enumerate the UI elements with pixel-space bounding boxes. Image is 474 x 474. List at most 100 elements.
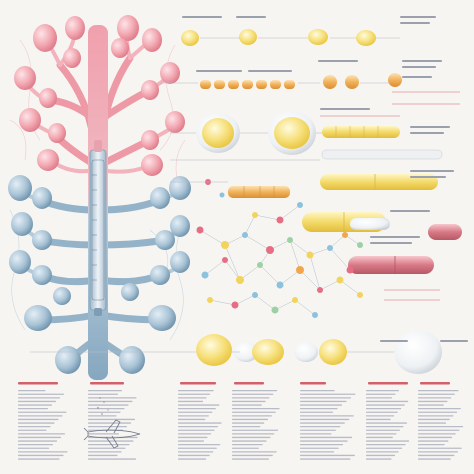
paragraph-line xyxy=(88,451,122,453)
paragraph-line xyxy=(300,458,351,460)
paragraph-line xyxy=(300,447,339,449)
paragraph-line xyxy=(232,444,263,446)
tablet-icon xyxy=(181,29,376,46)
paragraph-line xyxy=(300,454,355,457)
paragraph-line xyxy=(178,393,211,395)
paragraph-line xyxy=(88,400,133,403)
paragraph-line xyxy=(418,451,459,453)
paragraph-line xyxy=(88,393,118,395)
paragraph-line xyxy=(300,440,348,442)
paragraph-line xyxy=(88,390,122,392)
annotation-lines xyxy=(30,37,400,353)
paragraph-line xyxy=(178,400,204,403)
paragraph-line xyxy=(300,429,336,431)
paragraph-line xyxy=(366,400,409,403)
paragraph-line xyxy=(178,436,208,439)
paragraph-line xyxy=(300,444,344,446)
paragraph-line xyxy=(366,404,405,406)
paragraph-line xyxy=(18,433,65,435)
paragraph-line xyxy=(232,418,268,421)
paragraph-line xyxy=(418,458,451,460)
paragraph-line xyxy=(418,415,454,417)
paragraph-line xyxy=(366,440,410,442)
paragraph-line xyxy=(178,458,207,460)
paragraph-line xyxy=(366,415,395,417)
paragraph-line xyxy=(18,400,56,403)
paragraph-line xyxy=(178,454,210,457)
paragraph-line xyxy=(88,408,125,410)
paragraph-line xyxy=(232,433,275,435)
paragraph-line xyxy=(178,426,219,428)
paragraph-line xyxy=(366,418,391,421)
paragraph-line xyxy=(88,418,135,421)
paragraph-line xyxy=(232,454,273,457)
paragraph-line xyxy=(232,451,277,453)
paragraph-line xyxy=(18,440,57,442)
paragraph-line xyxy=(18,418,59,421)
paragraph-line xyxy=(418,447,462,449)
paragraph-line xyxy=(300,418,350,421)
paragraph-line xyxy=(300,415,354,417)
paragraph-line xyxy=(178,451,214,453)
paragraph-line xyxy=(300,404,342,406)
paragraph-line xyxy=(366,408,402,410)
paragraph-line xyxy=(300,400,347,403)
paragraph-line xyxy=(18,458,60,460)
paragraph-line xyxy=(418,422,447,424)
paragraph-line xyxy=(366,436,393,439)
paragraph-line xyxy=(178,390,214,392)
paragraph-line xyxy=(232,436,271,439)
paragraph-line xyxy=(232,447,259,449)
paragraph-line xyxy=(418,444,445,446)
paragraph-line xyxy=(300,426,341,428)
paragraph-line xyxy=(178,404,220,406)
paragraph-line xyxy=(18,415,63,417)
paragraph-line xyxy=(88,411,121,413)
paragraph-line xyxy=(300,408,338,410)
paragraph-line xyxy=(418,393,455,395)
paragraph-line xyxy=(232,397,270,399)
paragraph-line xyxy=(300,451,335,453)
paragraph-line xyxy=(232,411,276,413)
paragraph-line xyxy=(418,397,452,399)
paragraph-line xyxy=(418,408,461,410)
paragraph-line xyxy=(418,390,459,392)
paragraph-line xyxy=(366,397,392,399)
syringe-icon xyxy=(89,140,107,316)
paragraph-line xyxy=(88,426,127,428)
paragraph-line xyxy=(300,411,334,413)
paragraph-line xyxy=(178,444,221,446)
paragraph-line xyxy=(232,440,267,442)
molecule-network-icon xyxy=(196,179,363,318)
paragraph-line xyxy=(88,404,129,406)
paragraph-line xyxy=(88,440,134,442)
paragraph-line xyxy=(18,451,68,453)
paragraph-line xyxy=(418,400,448,403)
paragraph-line xyxy=(18,426,51,428)
paragraph-line xyxy=(18,397,60,399)
paragraph-line xyxy=(418,436,453,439)
paragraph-line xyxy=(178,411,213,413)
paragraph-line xyxy=(88,415,117,417)
paragraph-line xyxy=(178,433,211,435)
paragraph-line xyxy=(232,393,274,395)
paragraph-line xyxy=(178,422,222,424)
paragraph-line xyxy=(366,411,398,413)
organ-tree-icon xyxy=(8,15,191,380)
paragraph-line xyxy=(366,429,400,431)
paragraph-line xyxy=(18,436,61,439)
paragraph-line xyxy=(178,397,207,399)
paragraph-line xyxy=(366,393,396,395)
paragraph-line xyxy=(88,454,118,457)
paragraph-line xyxy=(18,408,48,410)
paragraph-line xyxy=(232,404,262,406)
paragraph-line xyxy=(300,422,345,424)
paragraph-line xyxy=(418,404,444,406)
paragraph-line xyxy=(418,429,460,431)
paragraph-line xyxy=(232,390,278,392)
paragraph-line xyxy=(18,444,53,446)
paragraph-line xyxy=(232,426,261,428)
paragraph-line xyxy=(418,426,464,428)
paragraph-line xyxy=(178,429,215,431)
